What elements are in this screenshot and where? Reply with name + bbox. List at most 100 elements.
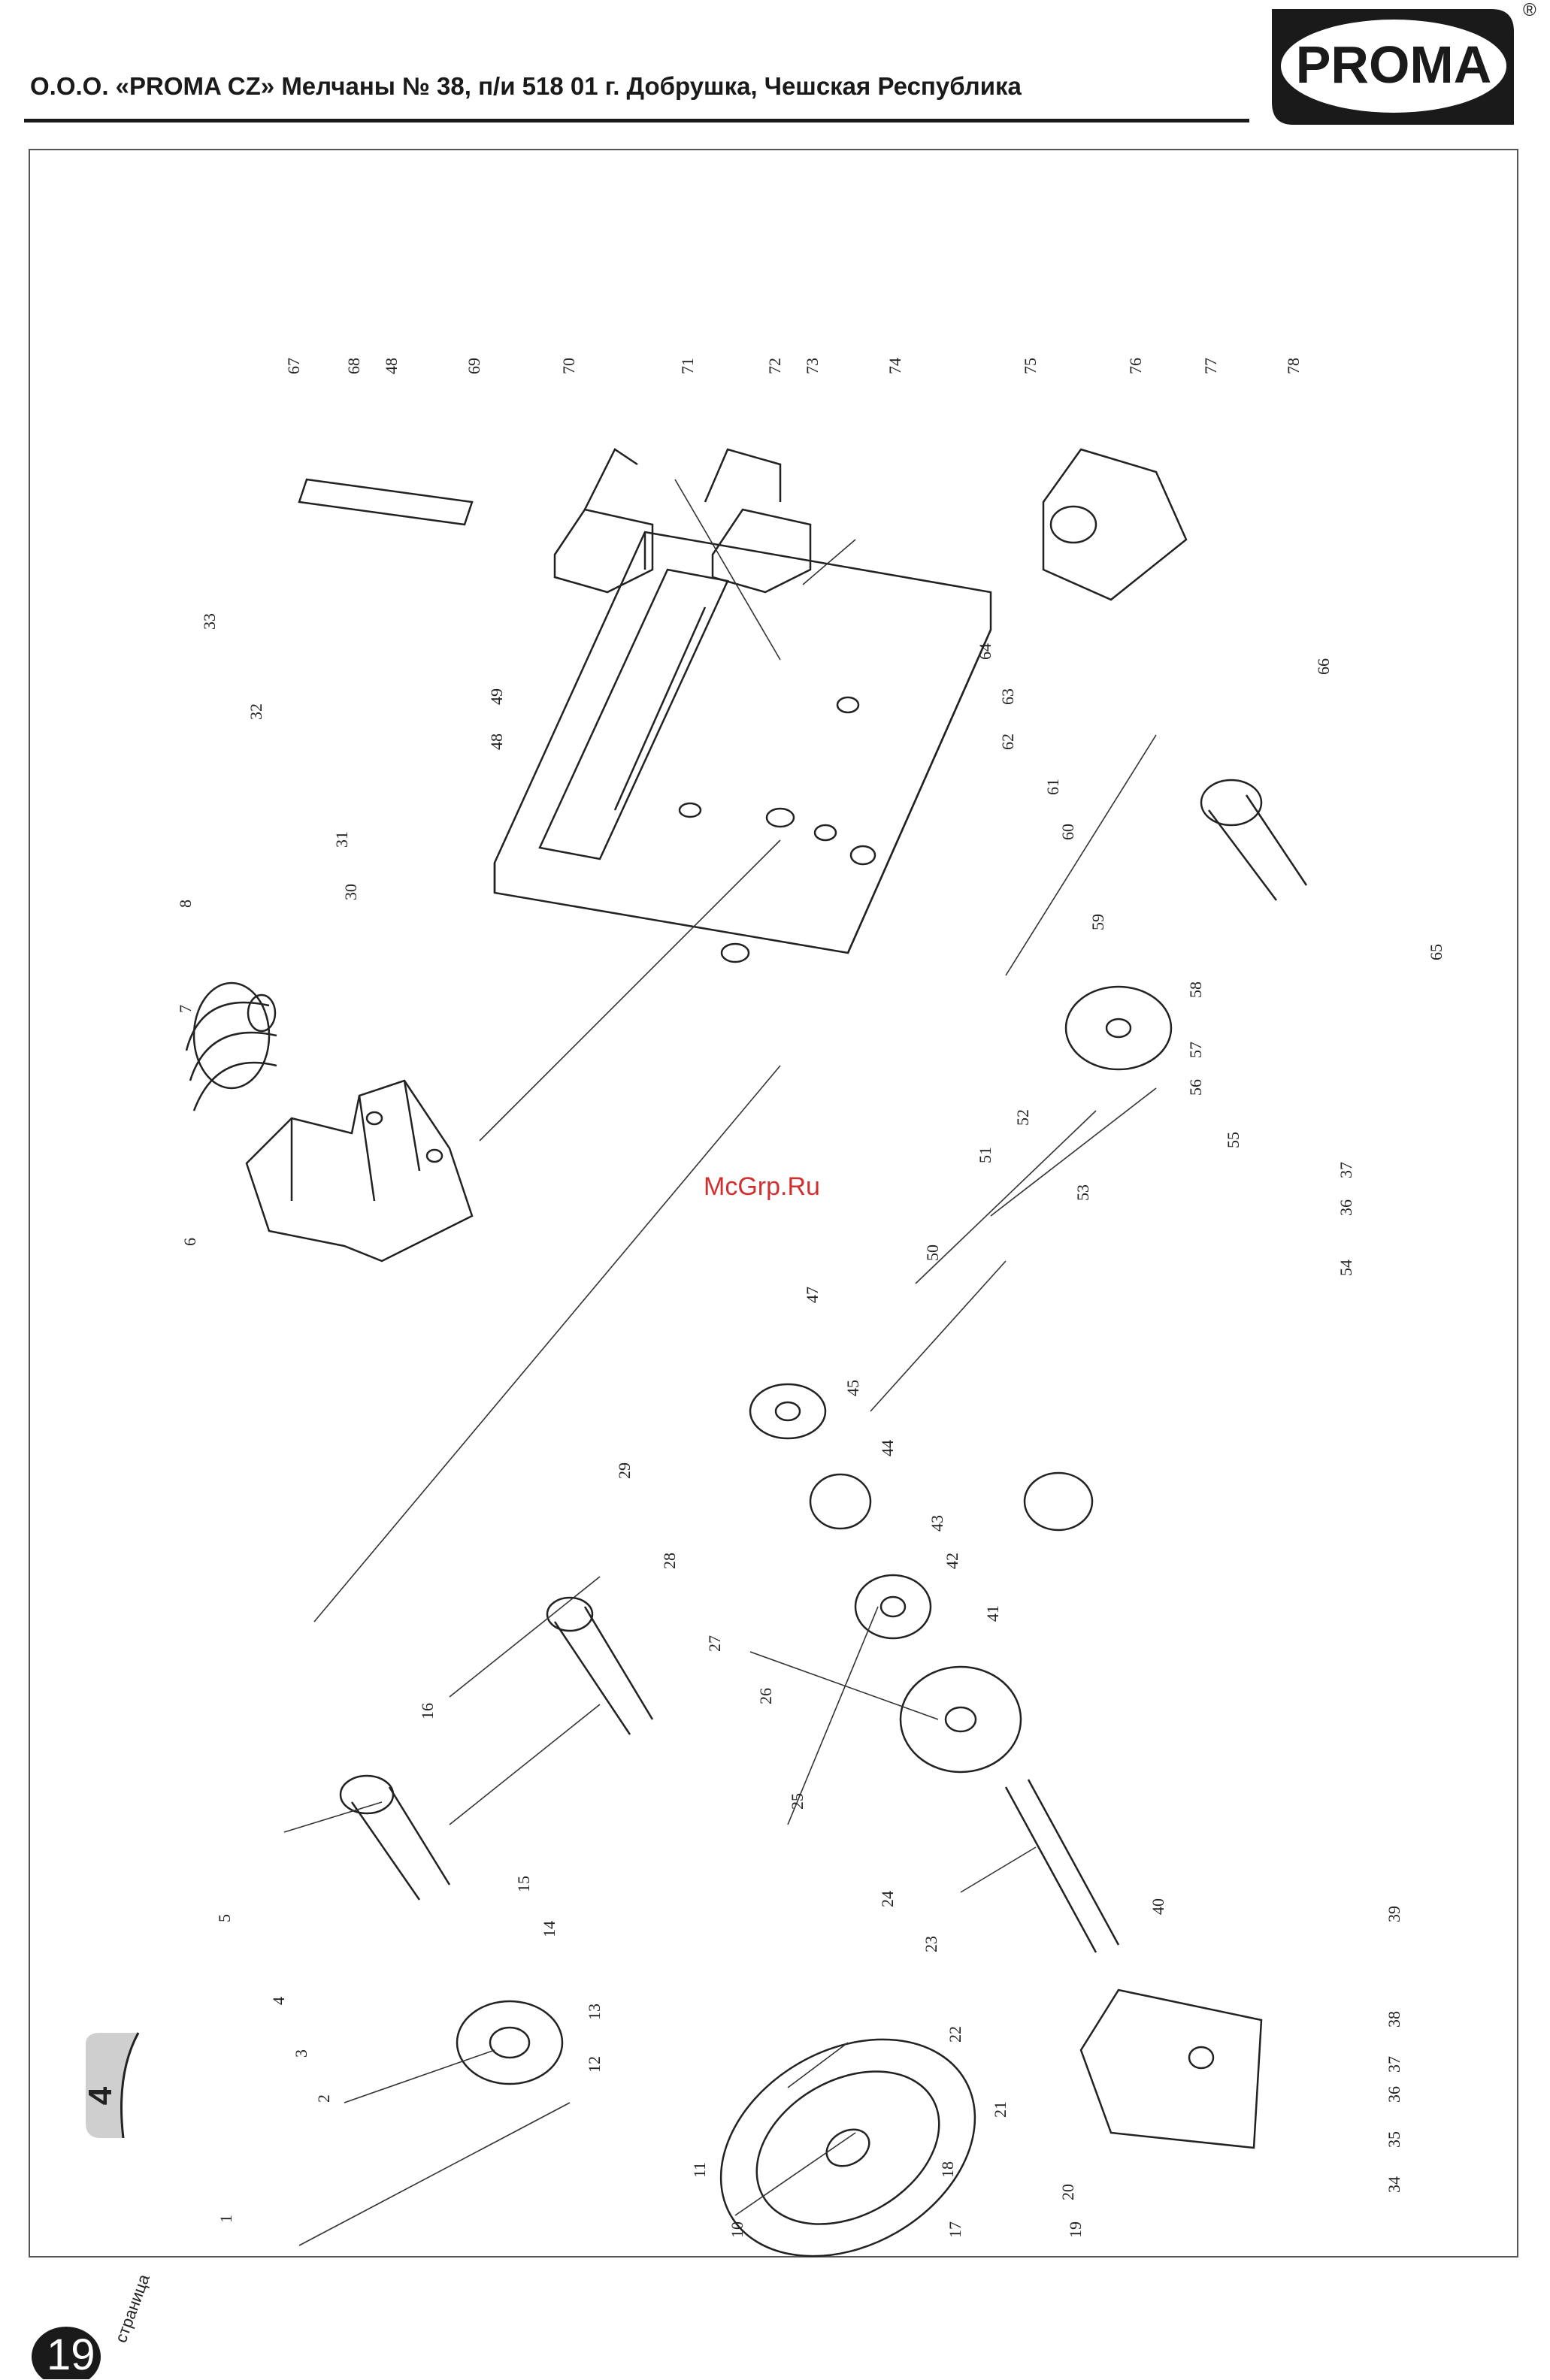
callout-62: 62 <box>998 733 1017 750</box>
gear-2-part <box>456 2000 564 2085</box>
watermark: McGrp.Ru <box>704 1172 820 1201</box>
callout-42: 42 <box>943 1553 961 1569</box>
callout-11: 11 <box>690 2162 709 2178</box>
callout-23: 23 <box>922 1936 940 1952</box>
housing-box-part <box>493 531 992 963</box>
callout-40: 40 <box>1149 1898 1167 1915</box>
callout-53: 53 <box>1073 1184 1092 1201</box>
callout-35: 35 <box>1385 2131 1403 2148</box>
callout-73: 73 <box>803 358 822 374</box>
callout-33: 33 <box>200 613 219 630</box>
callout-12: 12 <box>585 2056 604 2073</box>
bar-67-part <box>298 478 474 526</box>
pulley-52-part <box>1064 985 1173 1071</box>
callout-78: 78 <box>1284 358 1303 374</box>
callout-67: 67 <box>284 358 303 374</box>
callout-30: 30 <box>341 884 360 900</box>
header-divider <box>24 119 1249 122</box>
logo-text: PROMA <box>1296 35 1492 94</box>
callout-68: 68 <box>344 358 363 374</box>
callout-22: 22 <box>946 2026 964 2043</box>
callout-36: 36 <box>1385 2086 1403 2103</box>
callout-65: 65 <box>1427 944 1446 960</box>
section-number: 4 <box>82 2086 120 2106</box>
header-company-line: О.О.О. «PROMA CZ» Мелчаны № 38, п/и 518 … <box>30 72 1022 100</box>
callout-41: 41 <box>983 1605 1002 1622</box>
flange-29-part <box>749 1383 827 1440</box>
diagram-frame <box>29 149 1518 2258</box>
callout-52: 52 <box>1013 1109 1032 1126</box>
callout-59: 59 <box>1088 914 1107 930</box>
callout-32: 32 <box>247 703 265 720</box>
callout-24: 24 <box>878 1891 897 1907</box>
callout-64: 64 <box>976 643 994 660</box>
callout-66: 66 <box>1314 658 1333 675</box>
jaw-70-part <box>553 448 654 594</box>
callout-71: 71 <box>678 358 697 374</box>
shaft-59-part <box>1200 779 1308 901</box>
callout-13: 13 <box>585 2003 604 2020</box>
leader-lines <box>283 479 1157 2246</box>
callout-70: 70 <box>559 358 578 374</box>
callout-75: 75 <box>1021 358 1040 374</box>
callout-72: 72 <box>765 358 784 374</box>
callout-74: 74 <box>885 358 904 374</box>
callout-37: 37 <box>1385 2056 1403 2073</box>
callout-38: 38 <box>1385 2011 1403 2028</box>
callout-15: 15 <box>514 1876 533 1892</box>
callout-1: 1 <box>216 2215 235 2223</box>
bracket-part <box>245 1079 474 1263</box>
callout-8: 8 <box>176 900 195 908</box>
callout-26: 26 <box>756 1688 775 1704</box>
block-75-part <box>1042 448 1188 601</box>
callout-29: 29 <box>615 1462 634 1479</box>
gear-42-part <box>1023 1471 1094 1532</box>
callout-14: 14 <box>540 1921 559 1937</box>
callout-6: 6 <box>180 1238 199 1246</box>
proma-logo: PROMA <box>1272 9 1514 125</box>
callout-17: 17 <box>946 2221 964 2238</box>
section-tab <box>86 2032 140 2139</box>
page-number: 19 <box>47 2330 95 2379</box>
part-callouts: 1 2 3 4 5 6 7 8 9 10 11 12 13 14 15 16 1… <box>176 358 1446 2238</box>
callout-58: 58 <box>1186 981 1205 998</box>
callout-39: 39 <box>1385 1906 1403 1922</box>
callout-76: 76 <box>1126 358 1145 374</box>
callout-44: 44 <box>878 1440 897 1456</box>
callout-7: 7 <box>176 1005 195 1013</box>
callout-50: 50 <box>923 1244 942 1261</box>
callout-43: 43 <box>928 1515 946 1532</box>
callout-27: 27 <box>705 1635 724 1652</box>
callout-4: 4 <box>269 1997 288 2005</box>
registered-mark: ® <box>1523 0 1536 20</box>
callout-20: 20 <box>1058 2184 1077 2200</box>
callout-51: 51 <box>976 1147 994 1163</box>
callout-57: 57 <box>1186 1042 1205 1058</box>
shaft-16-part <box>546 1596 654 1735</box>
callout-49: 49 <box>487 688 506 705</box>
callout-18: 18 <box>938 2161 957 2178</box>
gear-27-part <box>854 1574 932 1640</box>
callout-36b: 36 <box>1337 1199 1355 1216</box>
callout-16: 16 <box>418 1703 437 1719</box>
callout-37b: 37 <box>1337 1162 1355 1178</box>
callout-48b: 48 <box>382 358 401 374</box>
callout-28: 28 <box>660 1553 679 1569</box>
callout-25: 25 <box>788 1793 807 1810</box>
callout-19: 19 <box>1066 2221 1085 2238</box>
gear-25-part <box>899 1665 1022 1774</box>
callout-61: 61 <box>1043 779 1062 795</box>
block-21-part <box>1079 1988 1263 2149</box>
callout-21: 21 <box>991 2101 1010 2118</box>
exploded-parts-diagram: 1 2 3 4 5 6 7 8 9 10 11 12 13 14 15 16 1… <box>176 358 1446 2258</box>
callout-54: 54 <box>1337 1260 1355 1276</box>
callout-69: 69 <box>465 358 483 374</box>
shaft-24-part <box>1004 1779 1120 1953</box>
shaft-5-part <box>339 1774 451 1901</box>
worm-gear-part <box>185 981 277 1111</box>
gear-28-part <box>809 1473 872 1530</box>
page-word: страница <box>111 2271 153 2345</box>
callout-45: 45 <box>843 1380 862 1396</box>
callout-5: 5 <box>215 1914 234 1922</box>
callout-47: 47 <box>803 1287 822 1303</box>
